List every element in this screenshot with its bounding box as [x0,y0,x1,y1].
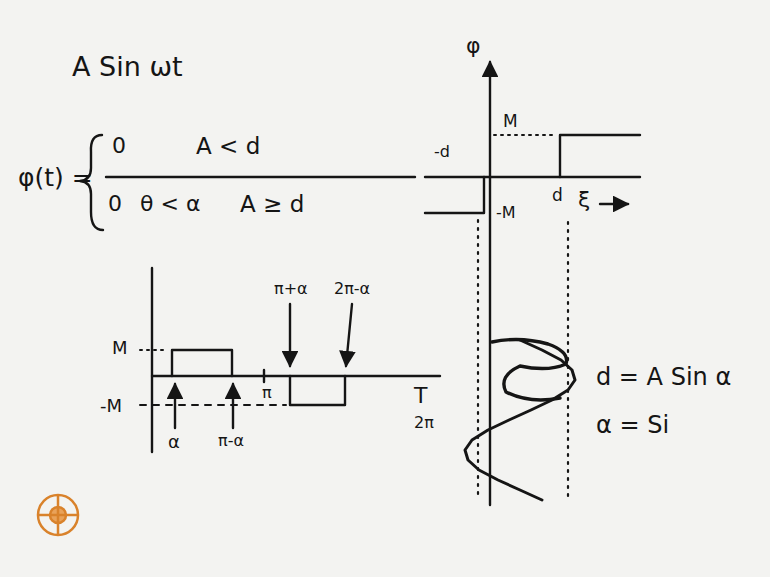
axis-label: T [414,384,427,408]
pi-plus-alpha-pointer [289,304,291,366]
level-label: -M [100,396,122,416]
alpha-pointer [174,384,176,428]
positive-pulse [172,350,232,376]
case-value: 0 [112,134,126,158]
negative-pulse [290,376,345,405]
period-label: 2π [414,414,434,432]
case-condition: A < d [196,134,260,159]
angle-label: α [168,432,180,452]
level-label: M [112,338,128,358]
xi-axis [425,176,640,178]
function-name: φ(t) = [18,164,93,192]
phi-axis [489,62,491,505]
m-dotted-bottom [140,349,168,351]
input-sinusoid [465,340,575,500]
threshold-label: d [552,186,563,205]
two-pi-minus-alpha-pointer [346,304,352,366]
angle-label: π-α [218,432,244,450]
level-label: -M [496,204,516,222]
relay-upper-step [560,135,640,177]
case-value: 0 [108,192,122,216]
pi-minus-alpha-pointer [232,384,234,428]
relay-lower-step [425,177,484,213]
case-condition: A ≥ d [240,192,304,217]
case-condition: θ < α [140,192,200,216]
relation: α = Si [596,412,669,438]
angle-label: 2π-α [334,280,370,298]
case-separator [106,176,415,178]
threshold-label: -d [434,143,450,161]
xi-arrow [600,203,628,205]
pi-tick [263,370,265,382]
axis-label: ξ [578,188,590,212]
input-expression: A Sin ωt [72,52,183,82]
logo [38,495,78,535]
level-label: M [503,112,518,131]
angle-label: π [262,384,272,402]
minus-m-dashed [140,404,286,406]
output-time-axis [152,375,440,377]
axis-label: φ [466,34,481,58]
output-vertical-axis [151,268,153,452]
left-dotted-projection [477,220,479,500]
angle-label: π+α [274,280,308,298]
sinusoid-overstroke [492,339,567,400]
m-dotted [494,134,556,136]
relation: d = A Sin α [596,364,731,390]
